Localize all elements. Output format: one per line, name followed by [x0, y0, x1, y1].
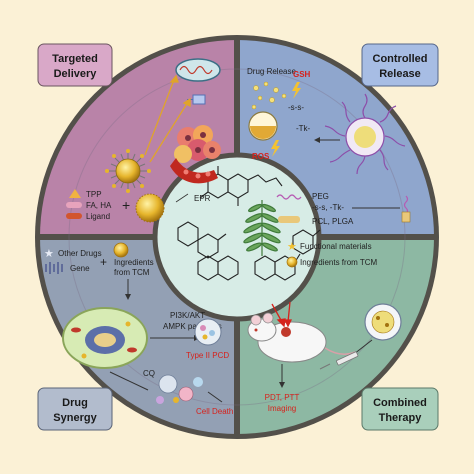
functional-materials-label: Functional materials — [300, 242, 372, 251]
cq-arrow — [109, 371, 149, 391]
targeted-nanoparticle-icon — [105, 149, 151, 193]
imaging-label: Imaging — [268, 404, 296, 413]
star-icon: ★ — [44, 247, 54, 260]
release-vesicle-icon — [248, 111, 278, 141]
combined-tcm-icon — [286, 256, 298, 268]
cq-label: CQ — [143, 369, 155, 378]
molecule-structure-left-icon — [177, 221, 239, 281]
epr-label: EPR — [194, 194, 211, 203]
targeting-arrows-icon — [144, 74, 191, 163]
ros-label: ROS — [252, 152, 270, 161]
tumor-cells-icon — [174, 125, 221, 163]
type2-pcd-label: Type II PCD — [186, 351, 229, 360]
combined-nanocarrier-icon — [364, 303, 402, 341]
cell-death-debris-icon — [156, 374, 203, 404]
syringe-icon — [319, 351, 359, 370]
drug-synergy-title-line1: Drug — [62, 397, 88, 409]
polymer-chain-icon — [403, 195, 409, 215]
polymer-micelle-icon — [324, 93, 406, 175]
drug-synergy-label-box — [37, 387, 113, 431]
legend-tpp-label: TPP — [86, 190, 102, 199]
synergy-ingredients-line2: from TCM — [114, 268, 150, 277]
combined-therapy-title-line2: Therapy — [379, 412, 423, 424]
autophagy-vesicle-icon — [194, 318, 222, 346]
polymer-block-icon — [401, 211, 411, 223]
targeted-delivery-title-line1: Targeted — [52, 53, 98, 65]
combined-therapy-label-box — [361, 387, 439, 431]
drug-synergy-title-line2: Synergy — [53, 412, 97, 424]
center-circle — [152, 152, 322, 322]
ss-bond-label: -s-s- — [288, 103, 304, 112]
epr-arrow — [175, 193, 189, 203]
tpp-triangle-icon — [69, 189, 81, 198]
controlled-release-title-line2: Release — [379, 68, 421, 80]
fern-plant-icon — [243, 200, 281, 256]
blood-vessel-icon — [170, 158, 218, 184]
gold-nanoparticle-icon — [135, 193, 165, 223]
released-drug-dots-icon — [251, 81, 287, 110]
other-drugs-label: Other Drugs — [58, 249, 102, 258]
synergy-down-arrowhead — [125, 294, 131, 300]
combined-ingredients-label: Ingredients from TCM — [300, 258, 378, 267]
pcl-bar-icon — [278, 216, 300, 223]
imaging-arrowhead — [279, 382, 285, 388]
peg-label: PEG — [312, 192, 329, 201]
fa-ha-bar-icon — [66, 202, 82, 208]
pcl-plga-label: PCL, PLGA — [312, 217, 354, 226]
molecule-structure-right-icon — [254, 229, 321, 281]
cell-death-label: Cell Death — [196, 407, 233, 416]
synergy-plus-sign: + — [100, 255, 107, 269]
nanocarrier-arrow — [353, 339, 373, 355]
legend-fa-ha-label: FA, HA — [86, 201, 112, 210]
plus-sign: + — [122, 197, 130, 213]
pdt-ptt-label: PDT, PTT — [265, 393, 300, 402]
gsh-label: GSH — [293, 70, 311, 79]
release-arrowhead — [314, 137, 320, 143]
synergy-cell-icon — [62, 307, 148, 369]
targeted-delivery-title-line2: Delivery — [54, 68, 98, 80]
combined-therapy-title-line1: Combined — [373, 397, 427, 409]
drug-release-label: Drug Release — [247, 67, 296, 76]
molecule-structure-top-icon — [199, 166, 283, 206]
tk-bond-label: -Tk- — [296, 124, 311, 133]
pathway-line1: PI3K/AKT — [170, 311, 205, 320]
ligand-bar-icon — [66, 213, 82, 219]
synergy-ingredients-line1: Ingredients — [114, 258, 154, 267]
ros-lightning-icon — [271, 140, 280, 157]
mouse-model-icon — [247, 312, 356, 363]
gene-helix-icon — [45, 262, 63, 274]
ss-tk-label: -s-s, -Tk- — [312, 203, 344, 212]
gene-label: Gene — [70, 264, 90, 273]
light-beam-icon — [271, 301, 293, 328]
pathway-line2: AMPK pathways — [163, 322, 222, 331]
functional-star-icon: ★ — [287, 240, 297, 253]
peg-wave-icon — [276, 194, 302, 200]
controlled-release-label-box — [361, 43, 439, 87]
tcm-ingredient-icon — [113, 242, 129, 258]
gsh-lightning-icon — [292, 82, 301, 99]
targeted-delivery-label-box — [37, 43, 113, 87]
cell-death-arrow — [207, 391, 223, 403]
controlled-release-title-line1: Controlled — [373, 53, 428, 65]
legend-ligand-label: Ligand — [86, 212, 110, 221]
inner-ring — [68, 68, 406, 406]
mitochondrion-icon — [175, 58, 221, 82]
